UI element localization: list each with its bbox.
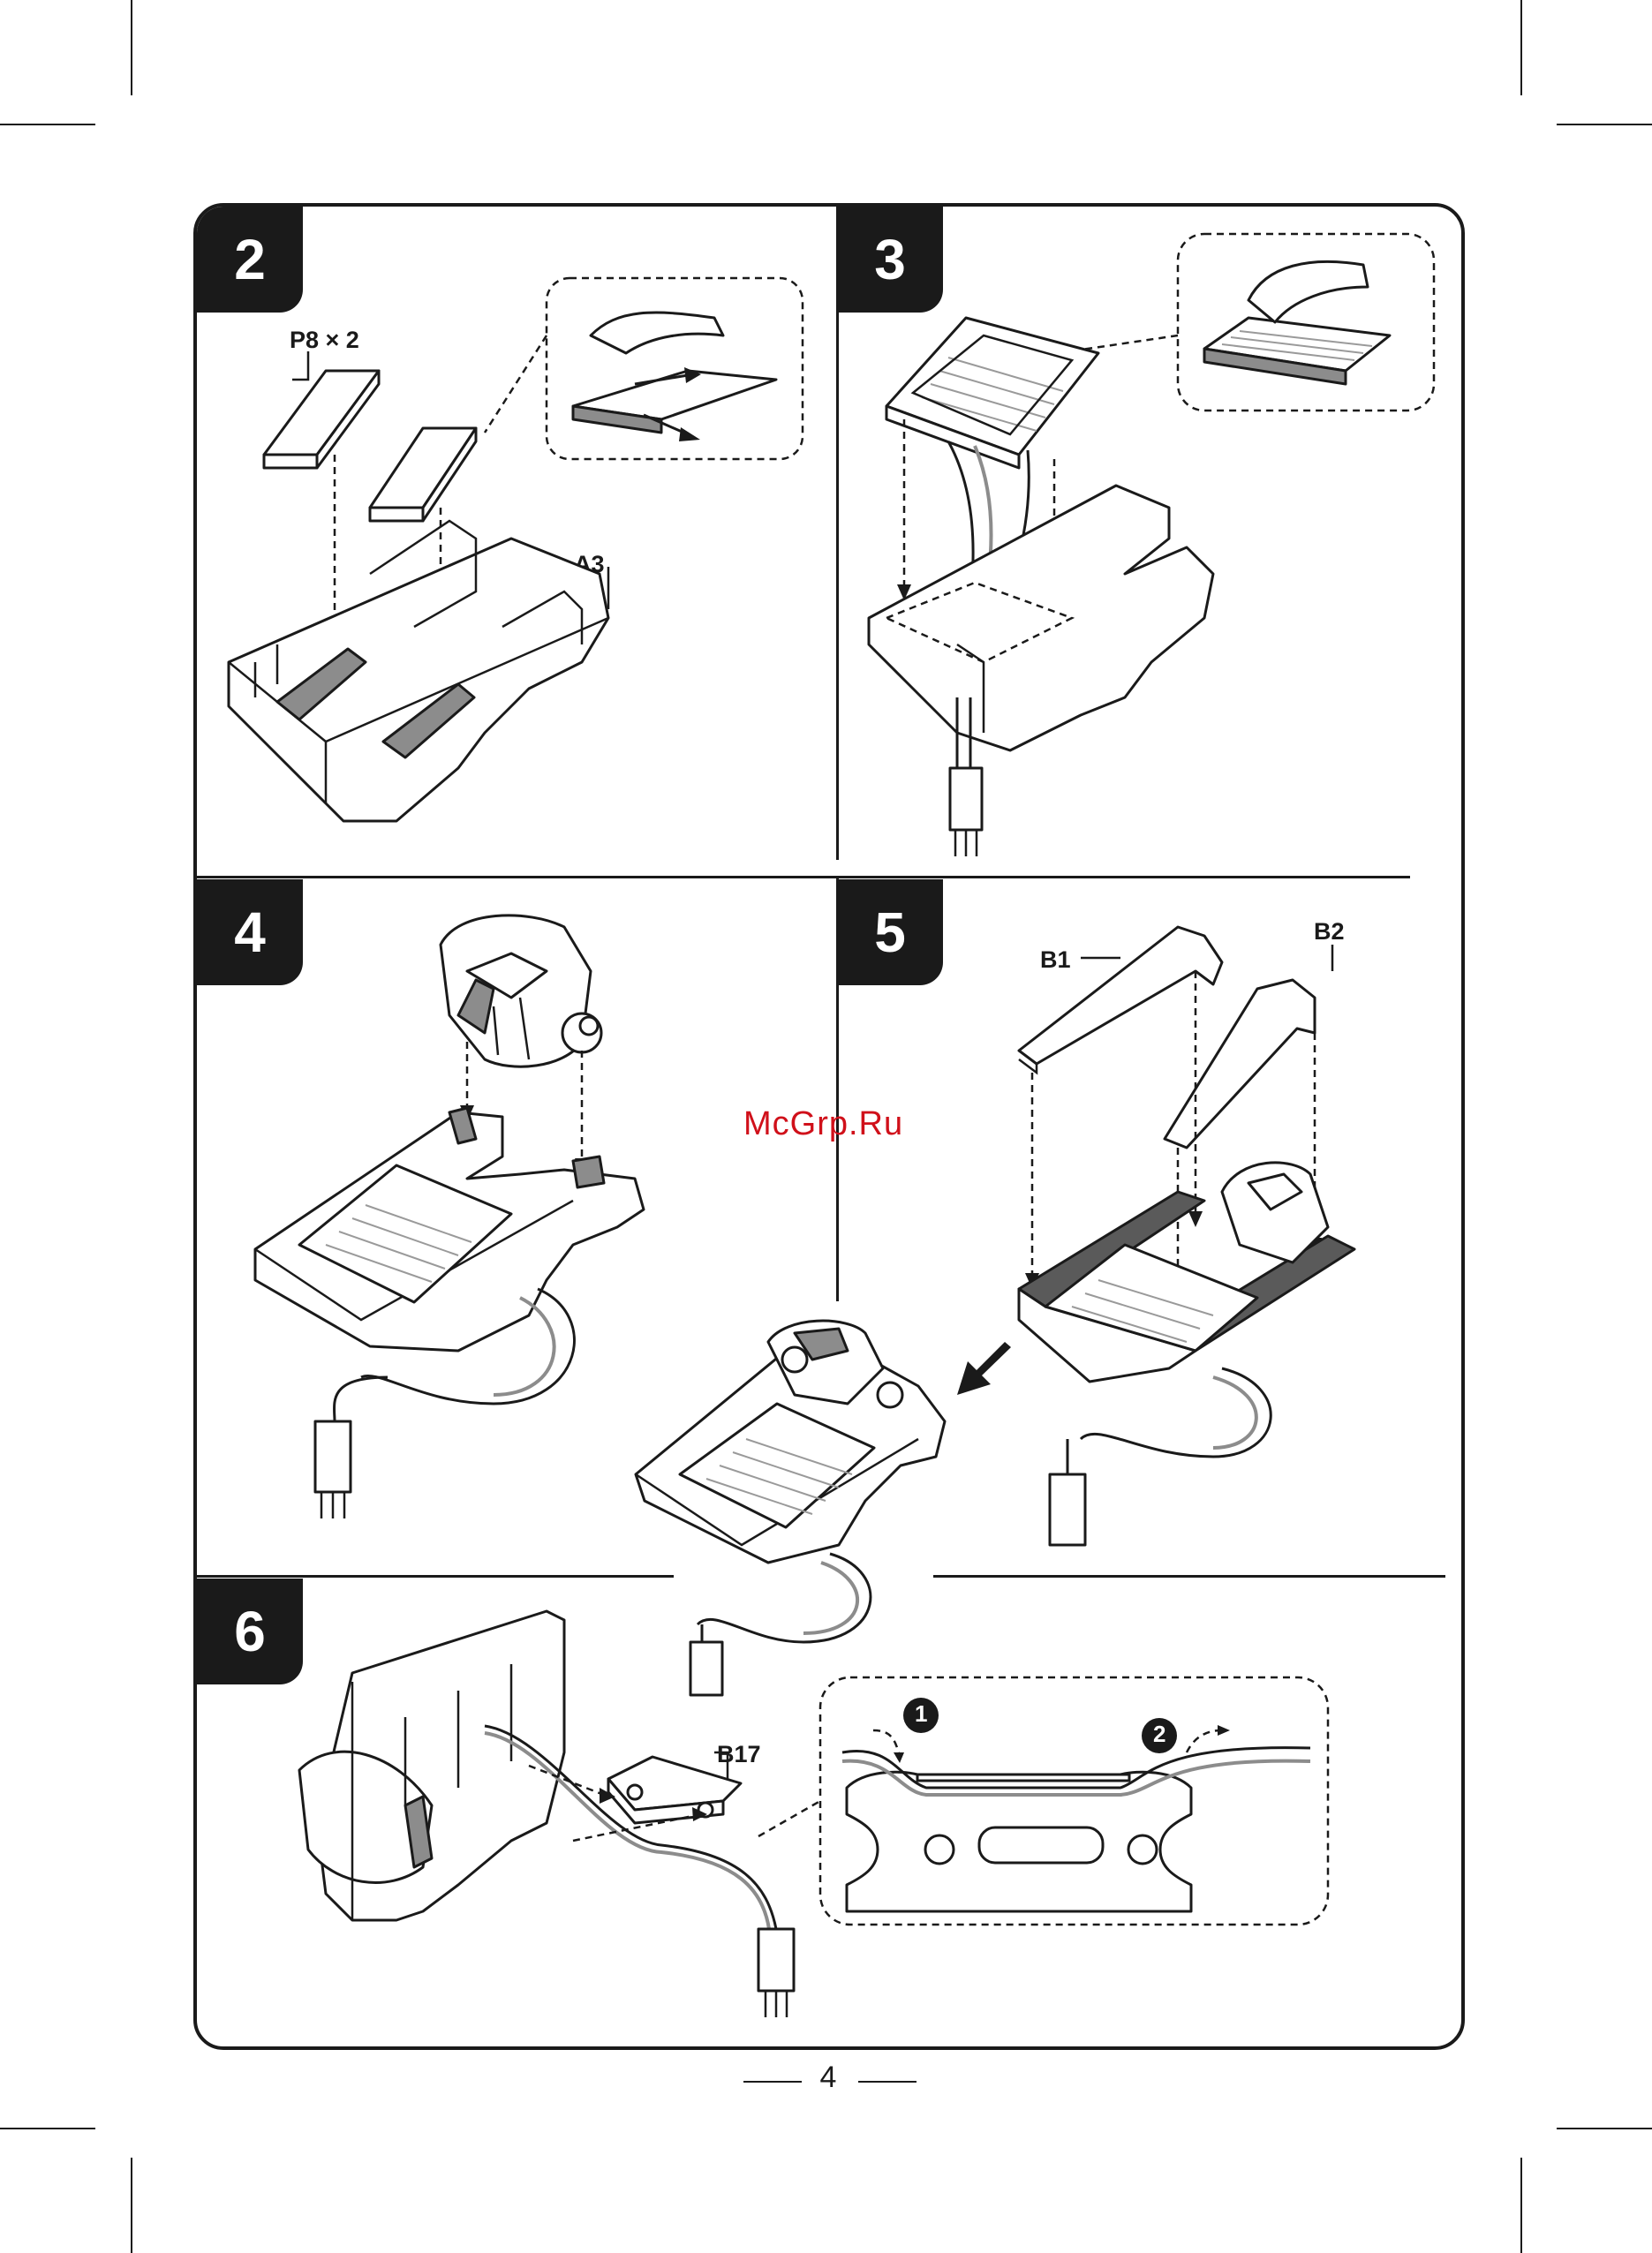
page-number-rule: [743, 2081, 802, 2083]
arrow-icon: [954, 1340, 1015, 1402]
crop-mark: [131, 2158, 132, 2253]
page-number-rule: [858, 2081, 917, 2083]
crop-mark: [1520, 2158, 1522, 2253]
step-6-illustration: [193, 1576, 1465, 2035]
crop-mark: [0, 124, 95, 125]
step-2-illustration: [193, 203, 834, 874]
page-number: 4: [811, 2061, 846, 2095]
marker-1-label: 1: [915, 1700, 927, 1728]
crop-mark: [1557, 2128, 1652, 2129]
crop-mark: [1557, 124, 1652, 125]
watermark: McGrp.Ru: [743, 1105, 903, 1143]
crop-mark: [131, 0, 132, 95]
crop-mark: [1520, 0, 1522, 95]
crop-mark: [0, 2128, 95, 2129]
step-3-illustration: [834, 203, 1478, 874]
marker-2-label: 2: [1153, 1721, 1165, 1748]
